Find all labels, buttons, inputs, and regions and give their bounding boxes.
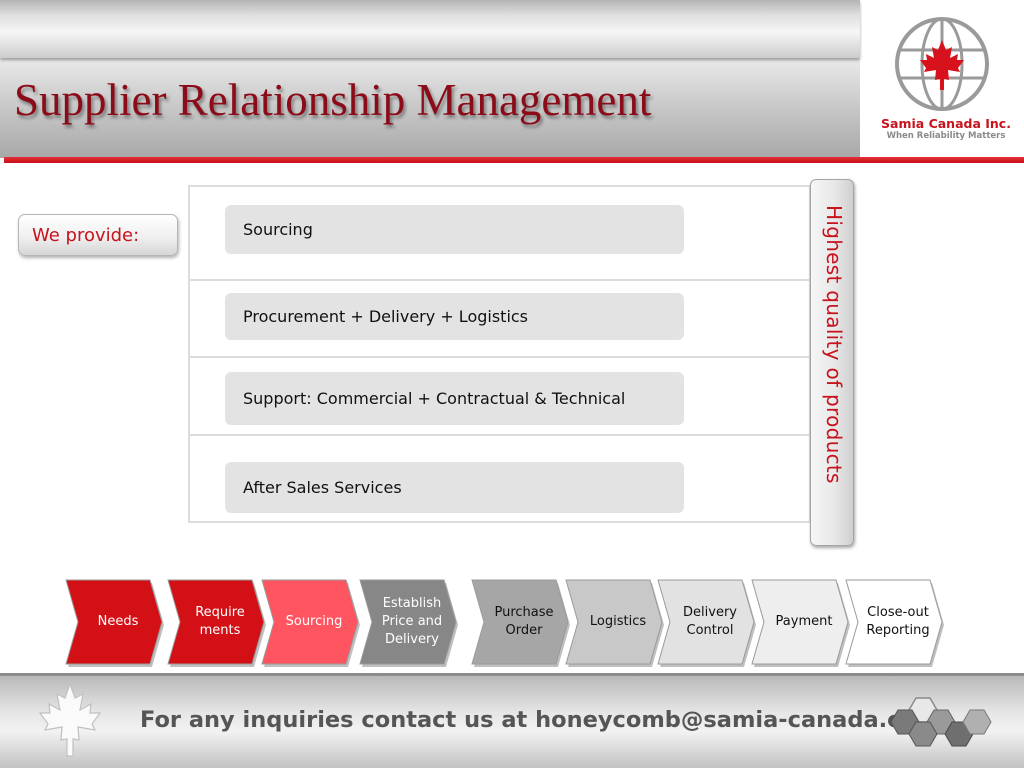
service-row-support: Support: Commercial + Contractual & Tech… xyxy=(188,356,811,436)
we-provide-label: We provide: xyxy=(18,214,178,256)
service-row-sourcing: Sourcing xyxy=(188,185,811,281)
process-step-label: Payment xyxy=(775,613,833,629)
process-step-chevron xyxy=(471,579,569,665)
logo-tagline: When Reliability Matters xyxy=(886,131,1006,141)
maple-leaf-globe-icon xyxy=(895,17,989,111)
logo-company-name: Samia Canada Inc. xyxy=(881,116,1011,131)
process-step-chevron xyxy=(565,579,663,665)
process-step-chevron xyxy=(167,579,265,665)
service-sourcing: Sourcing xyxy=(225,205,684,254)
service-after-sales: After Sales Services xyxy=(225,462,684,513)
process-step-label: Sourcing xyxy=(285,613,343,629)
service-procurement: Procurement + Delivery + Logistics xyxy=(225,293,684,340)
process-step-chevron xyxy=(65,579,163,665)
quality-highlight-text: Highest quality of products xyxy=(822,205,846,484)
process-step-label: Needs xyxy=(97,613,139,629)
process-step-chevron xyxy=(261,579,359,665)
service-row-after-sales: After Sales Services xyxy=(188,434,811,523)
maple-leaf-icon xyxy=(38,682,102,757)
quality-highlight-box xyxy=(810,179,854,546)
process-flow xyxy=(65,579,944,667)
process-step-chevron xyxy=(657,579,755,665)
process-step-label: Logistics xyxy=(589,613,647,629)
process-step-chevron xyxy=(845,579,943,665)
page-title: Supplier Relationship Management xyxy=(14,75,652,125)
footer-bar xyxy=(0,673,1024,768)
service-support: Support: Commercial + Contractual & Tech… xyxy=(225,372,684,425)
logo xyxy=(862,0,1024,158)
header-divider xyxy=(4,157,1024,163)
process-step-chevron xyxy=(751,579,849,665)
honeycomb-icon xyxy=(890,697,992,747)
process-step-chevron xyxy=(359,579,457,665)
service-row-procurement: Procurement + Delivery + Logistics xyxy=(188,279,811,358)
footer-contact-text: For any inquiries contact us at honeycom… xyxy=(140,707,940,733)
header-top-strip xyxy=(0,0,860,58)
